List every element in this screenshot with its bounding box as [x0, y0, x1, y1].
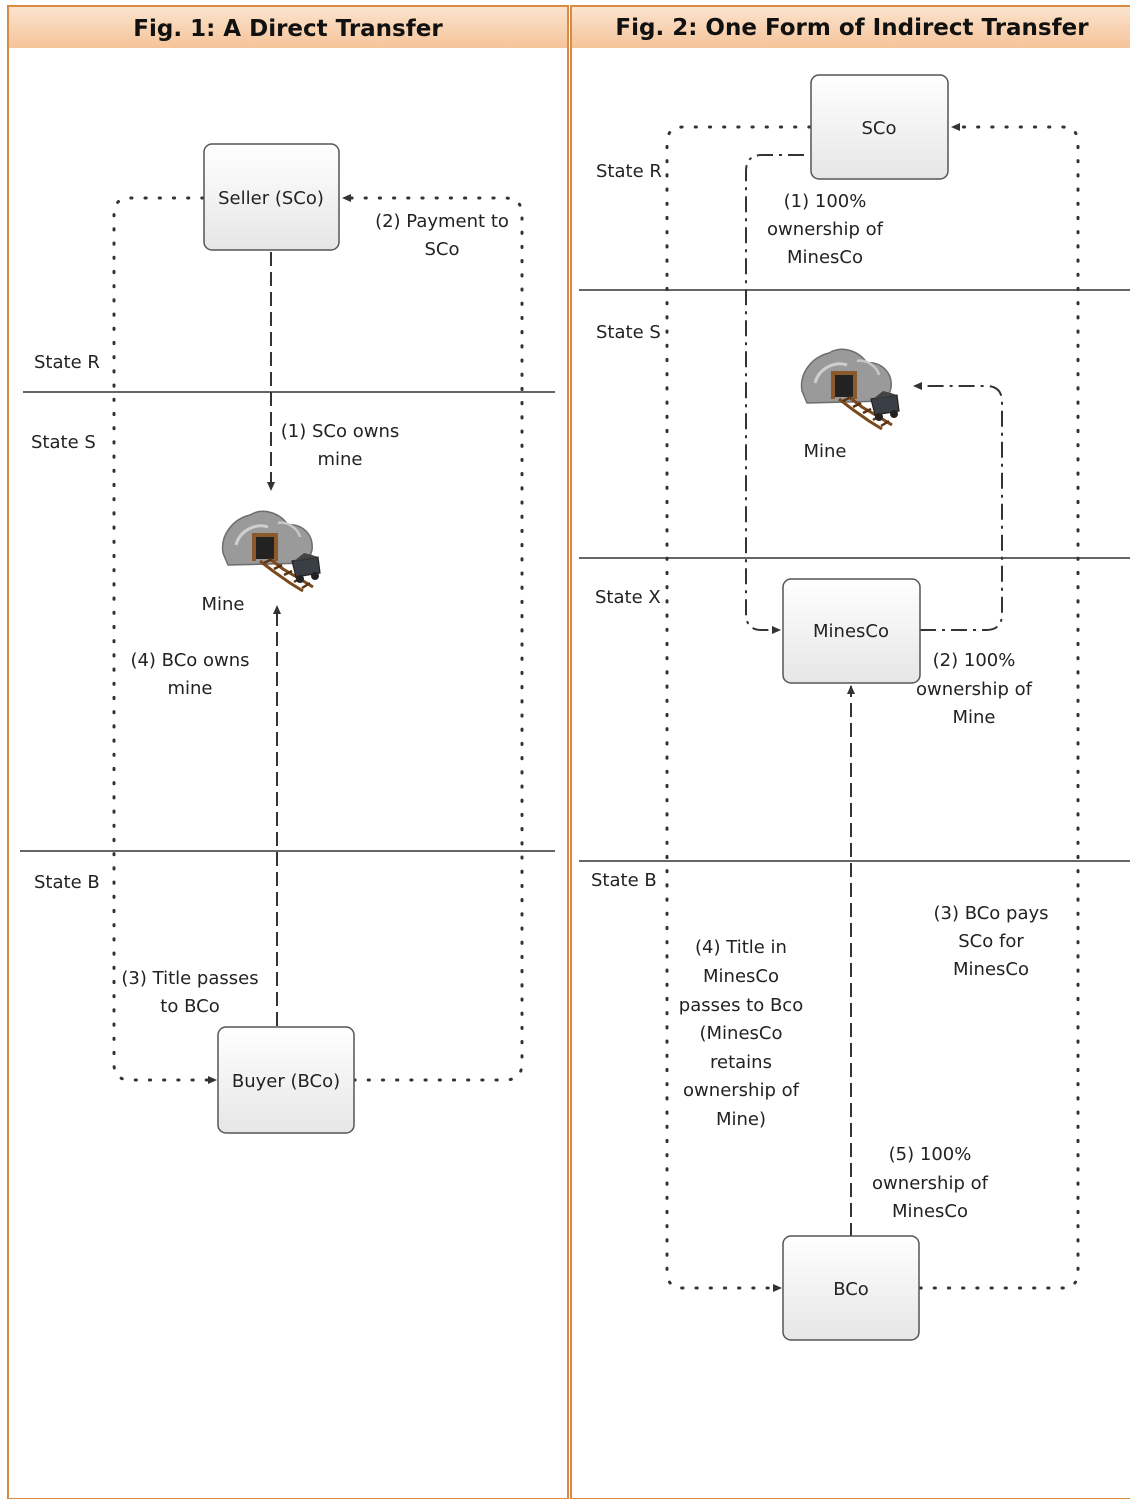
sco-box: SCo: [810, 74, 949, 180]
title-arrow: [112, 196, 218, 1084]
seller-label: Seller (SCo): [218, 188, 324, 209]
buyer-box: Buyer (BCo): [217, 1026, 355, 1134]
svg-text:(4) Title in: (4) Title in: [695, 937, 787, 958]
bco-label: BCo: [833, 1279, 869, 1300]
mine-label-2: Mine: [803, 441, 846, 462]
svg-text:(5) 100%: (5) 100%: [889, 1144, 972, 1165]
payment-arrow: [341, 194, 524, 1082]
figure-1-header: [9, 7, 567, 48]
svg-text:SCo: SCo: [424, 239, 459, 260]
svg-text:MinesCo: MinesCo: [787, 247, 863, 268]
svg-text:passes to Bco: passes to Bco: [679, 995, 803, 1016]
svg-text:(3) Title passes: (3) Title passes: [121, 968, 258, 989]
annotation-2-3: (3) BCo pays SCo for MinesCo: [933, 903, 1048, 980]
mine-label: Mine: [201, 594, 244, 615]
figure-2-panel: Fig. 2: One Form of Indirect Transfer St…: [570, 5, 1130, 1499]
figure-1-panel: Fig. 1: A Direct Transfer State R State …: [7, 5, 569, 1499]
svg-text:Mine: Mine: [952, 707, 995, 728]
svg-text:(1) 100%: (1) 100%: [784, 191, 867, 212]
state-label-r: State R: [34, 352, 100, 373]
svg-text:mine: mine: [167, 678, 212, 699]
state-label-x-2: State X: [595, 587, 661, 608]
svg-text:ownership of: ownership of: [767, 219, 884, 240]
svg-text:ownership of: ownership of: [683, 1080, 800, 1101]
state-label-r-2: State R: [596, 161, 662, 182]
annotation-2-1: (1) 100% ownership of MinesCo: [767, 191, 884, 268]
state-label-s: State S: [31, 432, 96, 453]
bco-box: BCo: [782, 1235, 920, 1341]
minesco-label: MinesCo: [813, 621, 889, 642]
annotation-2: (2) Payment to SCo: [375, 211, 509, 260]
sco-owns-minesco-arrow: [745, 154, 804, 634]
svg-text:(3) BCo pays: (3) BCo pays: [933, 903, 1048, 924]
state-label-s-2: State S: [596, 322, 661, 343]
svg-text:ownership of: ownership of: [916, 679, 1033, 700]
svg-text:Mine): Mine): [716, 1109, 766, 1130]
annotation-4: (4) BCo owns mine: [130, 650, 249, 699]
state-label-b-2: State B: [591, 870, 657, 891]
svg-text:MinesCo: MinesCo: [953, 959, 1029, 980]
annotation-2-4: (4) Title in MinesCo passes to Bco (Mine…: [679, 937, 803, 1130]
svg-text:retains: retains: [710, 1052, 772, 1073]
svg-text:MinesCo: MinesCo: [703, 966, 779, 987]
svg-text:(1) SCo owns: (1) SCo owns: [281, 421, 399, 442]
minesco-box: MinesCo: [782, 578, 921, 684]
svg-text:to BCo: to BCo: [160, 996, 219, 1017]
svg-text:mine: mine: [317, 449, 362, 470]
svg-text:SCo for: SCo for: [958, 931, 1024, 952]
svg-text:ownership of: ownership of: [872, 1173, 989, 1194]
seller-box: Seller (SCo): [203, 143, 340, 251]
svg-text:(2) 100%: (2) 100%: [933, 650, 1016, 671]
svg-text:MinesCo: MinesCo: [892, 1201, 968, 1222]
svg-text:(2) Payment to: (2) Payment to: [375, 211, 509, 232]
svg-text:(MinesCo: (MinesCo: [700, 1023, 783, 1044]
figure-2-header: [572, 7, 1130, 48]
annotation-2-5: (5) 100% ownership of MinesCo: [872, 1144, 989, 1222]
sco-label: SCo: [861, 118, 896, 139]
annotation-1: (1) SCo owns mine: [281, 421, 399, 470]
annotation-2-2: (2) 100% ownership of Mine: [916, 650, 1033, 728]
figure-2-title: Fig. 2: One Form of Indirect Transfer: [615, 15, 1089, 41]
state-label-b: State B: [34, 872, 100, 893]
figure-1-title: Fig. 1: A Direct Transfer: [133, 16, 443, 42]
annotation-3: (3) Title passes to BCo: [121, 968, 258, 1017]
svg-text:(4) BCo owns: (4) BCo owns: [130, 650, 249, 671]
buyer-label: Buyer (BCo): [232, 1071, 340, 1092]
minesco-owns-mine-arrow: [913, 382, 1003, 631]
